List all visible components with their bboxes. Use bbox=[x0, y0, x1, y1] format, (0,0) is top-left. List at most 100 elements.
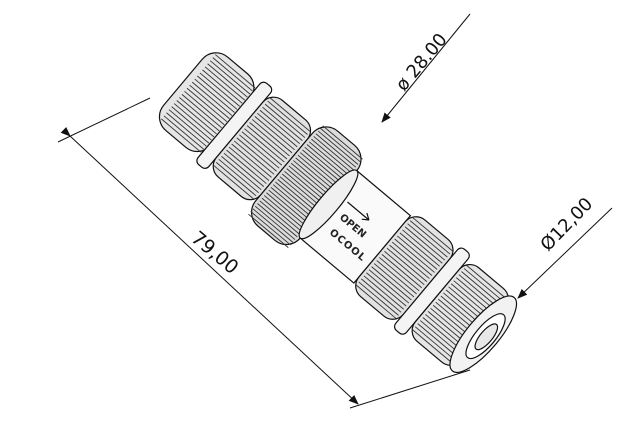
knurl-ridge bbox=[366, 272, 407, 307]
knurl-ridge bbox=[270, 187, 312, 222]
knurl-ridge bbox=[221, 155, 262, 191]
knurl-ridge bbox=[212, 57, 253, 92]
fitting-body: OPEN OCOOL bbox=[158, 52, 518, 373]
knurl-ridge bbox=[264, 103, 306, 138]
extension-line-right bbox=[349, 369, 471, 409]
knurl-ridge bbox=[453, 280, 493, 314]
extension-line-left bbox=[57, 97, 151, 143]
knurl-ridge bbox=[259, 200, 300, 235]
dimension-tube-diameter: Ø12,00 bbox=[517, 194, 613, 299]
right-sleeve-ridges bbox=[355, 217, 453, 319]
knurl-ridge bbox=[272, 184, 314, 219]
knurl-ridge bbox=[293, 160, 334, 195]
knurl-ridge bbox=[302, 149, 343, 184]
knurl-ridge bbox=[251, 119, 293, 154]
knurl-ridge bbox=[236, 137, 277, 172]
knurl-ridge bbox=[404, 226, 446, 261]
knurl-ridge bbox=[311, 138, 352, 173]
knurl-ridge bbox=[308, 141, 350, 176]
knurl-ridge bbox=[197, 75, 238, 110]
tube-diameter-leader bbox=[517, 207, 613, 299]
center-knurled-collar bbox=[248, 125, 363, 248]
right-knurled-sleeve bbox=[355, 216, 454, 320]
knurl-ridge bbox=[299, 152, 341, 187]
knurl-ridge bbox=[286, 168, 327, 203]
knurl-ridge bbox=[209, 60, 251, 95]
knurl-ridge bbox=[322, 125, 363, 160]
knurl-ridge bbox=[263, 195, 305, 230]
knurl-ridge bbox=[378, 257, 420, 292]
knurl-ridge bbox=[161, 118, 202, 153]
left-cap-ridges bbox=[161, 54, 256, 153]
knurl-ridge bbox=[259, 109, 301, 145]
knurl-ridge bbox=[254, 205, 296, 240]
knurl-ridge bbox=[215, 162, 257, 197]
knurl-ridge bbox=[261, 197, 303, 232]
knurl-ridge bbox=[458, 274, 498, 308]
knurl-ridge bbox=[173, 103, 215, 138]
open-arrow-line bbox=[347, 201, 370, 221]
knurl-ridge bbox=[215, 54, 256, 89]
knurl-ridge bbox=[425, 314, 465, 347]
knurl-ridge bbox=[218, 158, 259, 194]
knurl-ridge bbox=[226, 149, 267, 184]
tube-bore bbox=[474, 323, 499, 351]
knurl-ridge bbox=[233, 140, 275, 175]
smooth-body-section: OPEN OCOOL bbox=[298, 169, 412, 284]
knurl-ridge bbox=[269, 97, 311, 132]
knurl-ridge bbox=[306, 144, 348, 179]
knurl-ridge bbox=[281, 173, 323, 208]
knurl-ridge bbox=[355, 284, 397, 319]
knurl-ridge bbox=[171, 106, 212, 141]
knurl-ridge bbox=[399, 232, 440, 267]
knurl-ridge bbox=[456, 277, 495, 311]
knurl-ridge bbox=[250, 211, 291, 246]
knurl-ridge bbox=[396, 235, 438, 270]
outer-diameter-label: ø 28.00 bbox=[392, 29, 452, 95]
knurl-ridge bbox=[391, 241, 433, 276]
knurl-ridge bbox=[239, 134, 280, 169]
knurl-ridge bbox=[466, 265, 506, 298]
dimension-outer-diameter: ø 28.00 bbox=[381, 13, 471, 123]
open-arrow-head-icon bbox=[361, 212, 370, 221]
knurl-ridge bbox=[313, 136, 354, 171]
knurl-ridge bbox=[402, 229, 443, 264]
knurl-ridge bbox=[386, 247, 428, 282]
knurl-ridge bbox=[207, 63, 248, 98]
knurl-ridge bbox=[176, 100, 217, 135]
knurl-ridge bbox=[376, 260, 417, 295]
knurl-ridge bbox=[371, 266, 412, 301]
knurl-ridge bbox=[189, 84, 230, 119]
length-dimension-line bbox=[60, 126, 359, 405]
knurl-ridge bbox=[241, 131, 283, 166]
tube-port-end-face bbox=[449, 295, 518, 373]
knurl-ridge bbox=[297, 154, 339, 189]
knurl-ridge bbox=[417, 323, 457, 357]
knurl-ridge bbox=[279, 176, 321, 211]
knurl-ridge bbox=[244, 128, 285, 163]
knurl-ridge bbox=[249, 122, 290, 157]
knurl-ridge bbox=[284, 170, 325, 206]
knurl-ridge bbox=[194, 78, 235, 113]
knurl-ridge bbox=[257, 112, 298, 148]
knurl-ridge bbox=[262, 106, 303, 141]
knurl-ridge bbox=[248, 213, 289, 248]
knurl-ridge bbox=[407, 223, 448, 258]
knurl-ridge bbox=[290, 162, 332, 198]
knurl-ridge bbox=[409, 220, 451, 255]
outer-diameter-leader bbox=[381, 13, 471, 123]
knurl-ridge bbox=[381, 254, 422, 289]
knurl-ridge bbox=[213, 165, 254, 200]
knurl-ridge bbox=[394, 238, 435, 273]
knurl-ridge bbox=[186, 87, 228, 123]
knurl-ridge bbox=[166, 112, 207, 147]
knurl-ridge bbox=[202, 69, 243, 104]
knurl-ridge bbox=[223, 152, 265, 187]
knurl-ridge bbox=[412, 329, 452, 363]
knurl-ridge bbox=[361, 278, 402, 313]
knurl-ridge bbox=[163, 115, 205, 150]
knurl-ridge bbox=[463, 268, 503, 301]
knurl-ridge bbox=[254, 116, 295, 151]
collar-ridges bbox=[248, 125, 363, 248]
